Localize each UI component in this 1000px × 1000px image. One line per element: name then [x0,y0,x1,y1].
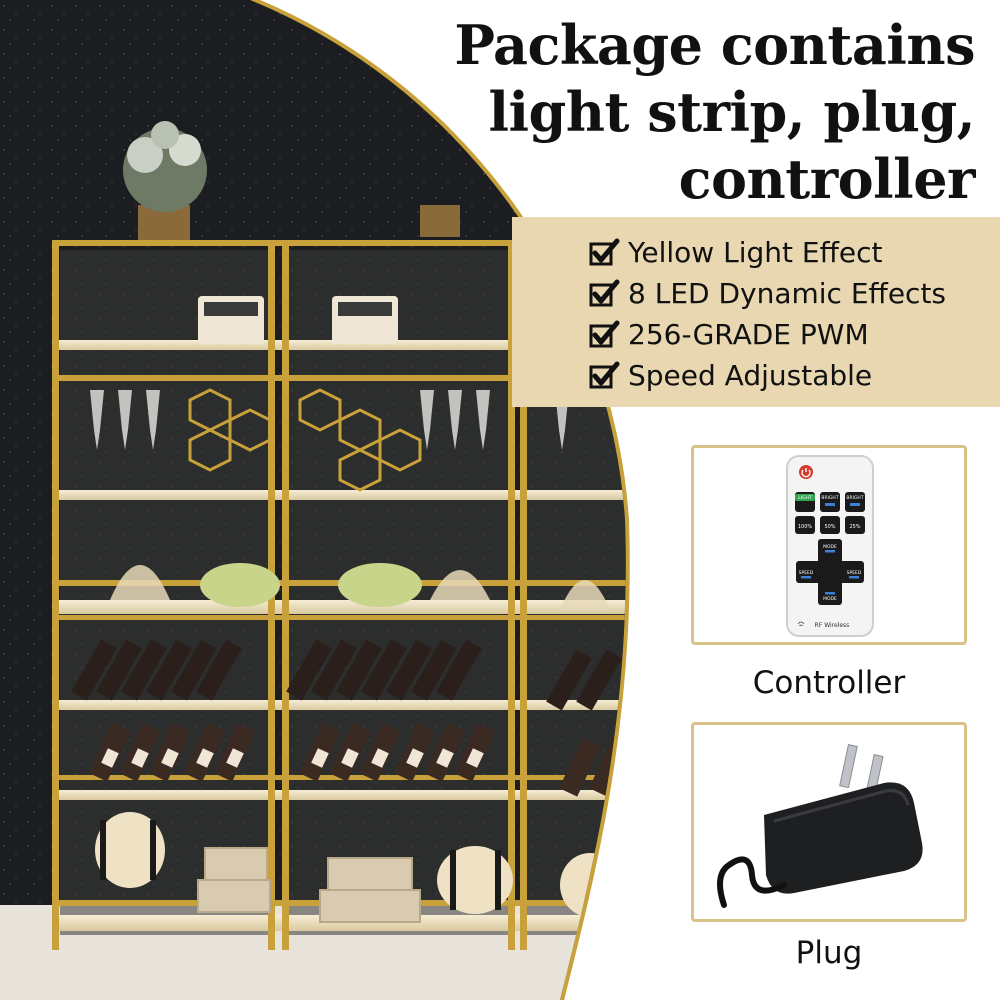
direction-pad [796,539,864,605]
bright-up-label: BRIGHT [821,495,838,501]
feature-label: 256-GRADE PWM [628,318,869,351]
bright-down-label: BRIGHT [846,495,863,501]
feature-item: Speed Adjustable [588,355,946,396]
plug-card [691,722,967,922]
feature-item: 256-GRADE PWM [588,314,946,355]
feature-item: 8 LED Dynamic Effects [588,273,946,314]
btn-50-label: 50% [824,524,835,530]
bottles-row-1 [71,639,622,711]
power-adapter-image [717,744,923,908]
bright-up-button [820,492,840,512]
mode-up-label: MODE [823,544,837,550]
wine-rack-illustration [0,0,630,1000]
btn-100 [795,516,815,534]
title-line-2: light strip, plug, [488,80,975,144]
btn-25 [845,516,865,534]
page-title: Package contains light strip, plug, cont… [440,12,975,213]
controller-caption: Controller [752,665,906,701]
checkbox-check-icon [589,279,620,306]
feature-item: Yellow Light Effect [588,232,946,273]
bright-down-button [845,492,865,512]
checkbox-check-icon [589,238,620,265]
speed-left-label: SPEED [799,570,814,576]
radio-boxes [198,296,398,344]
checkbox-check-icon [589,361,620,388]
title-line-1: Package contains [454,13,975,77]
feature-label: Speed Adjustable [628,359,873,392]
hex-holders [188,388,422,492]
pot-2 [420,205,460,237]
wifi-icon [797,621,805,627]
product-photo [0,0,630,1000]
grapes [200,563,422,607]
btn-25-label: 25% [849,524,860,530]
remote-control-image: LIGHT BRIGHT BRIGHT 100% 50% 25% MODE MO… [786,455,874,637]
storage-boxes [197,847,421,923]
speed-right-label: SPEED [847,570,862,576]
plug-prongs-icon [839,744,884,797]
mode-down-label: MODE [823,596,837,602]
plant [123,121,207,241]
feature-label: 8 LED Dynamic Effects [628,277,947,310]
adapter-body [764,782,923,894]
decanters [110,565,610,610]
btn-50 [820,516,840,534]
btn-100-label: 100% [798,524,813,530]
power-cord [717,856,787,908]
remote-brand-label: RF Wireless [815,622,850,629]
feature-label: Yellow Light Effect [628,236,883,269]
title-line-3: controller [678,147,976,211]
feature-list: Yellow Light Effect 8 LED Dynamic Effect… [588,232,946,396]
plug-caption: Plug [795,935,863,971]
checkbox-check-icon [589,320,620,347]
bottles-row-2 [89,723,626,797]
light-label: LIGHT [798,495,812,501]
controller-card: LIGHT BRIGHT BRIGHT 100% 50% 25% MODE MO… [691,445,967,645]
